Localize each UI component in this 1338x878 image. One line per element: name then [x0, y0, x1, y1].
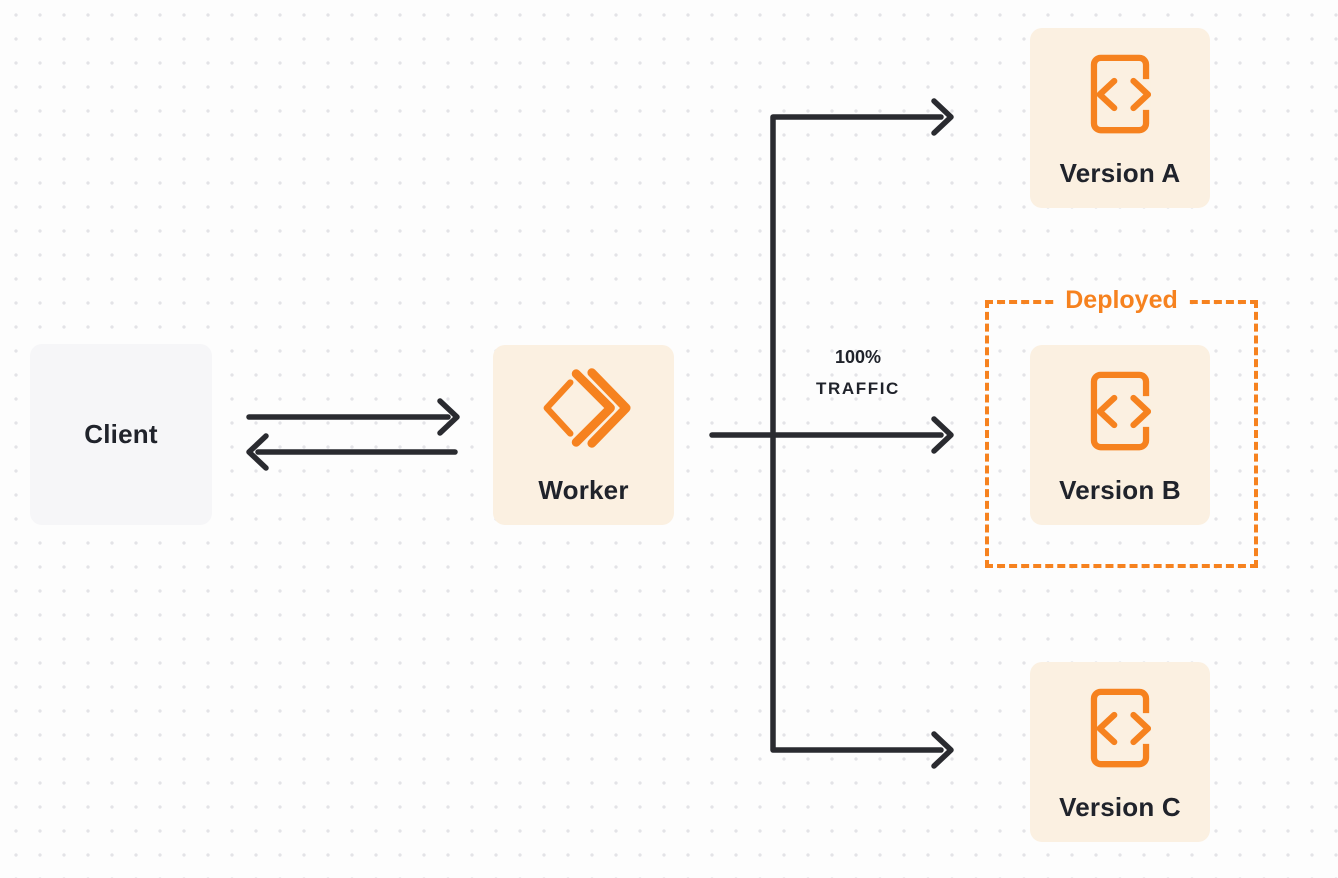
arrowhead-left-icon: [246, 433, 269, 471]
traffic-percent-text: 100%: [834, 347, 882, 367]
deployed-label: Deployed: [1053, 286, 1190, 315]
edge-split-to-version-a-c: [770, 114, 944, 753]
deployed-group-outline: Deployed: [985, 286, 1258, 568]
version-b-node: Version B: [1030, 345, 1210, 525]
code-file-icon: [1090, 371, 1151, 451]
arrowhead-right-icon: [931, 731, 954, 769]
arrowhead-right-icon: [437, 398, 460, 436]
client-node: Client: [30, 344, 212, 525]
version-a-node: Version A: [1030, 28, 1210, 208]
worker-label: Worker: [538, 475, 629, 505]
cloudflare-workers-icon: [543, 368, 631, 448]
arrowhead-right-icon: [931, 416, 954, 454]
traffic-word-text: TRAFFIC: [816, 379, 900, 398]
code-file-icon: [1090, 54, 1151, 134]
version-c-node: Version C: [1030, 662, 1210, 842]
client-label: Client: [84, 419, 158, 449]
worker-node: Worker: [493, 345, 674, 525]
arrowhead-right-icon: [931, 98, 954, 136]
version-a-label: Version A: [1059, 158, 1181, 188]
code-file-icon: [1090, 688, 1151, 768]
version-b-label: Version B: [1059, 475, 1181, 505]
version-c-label: Version C: [1059, 792, 1181, 822]
traffic-annotation: 100% TRAFFIC: [770, 346, 946, 400]
